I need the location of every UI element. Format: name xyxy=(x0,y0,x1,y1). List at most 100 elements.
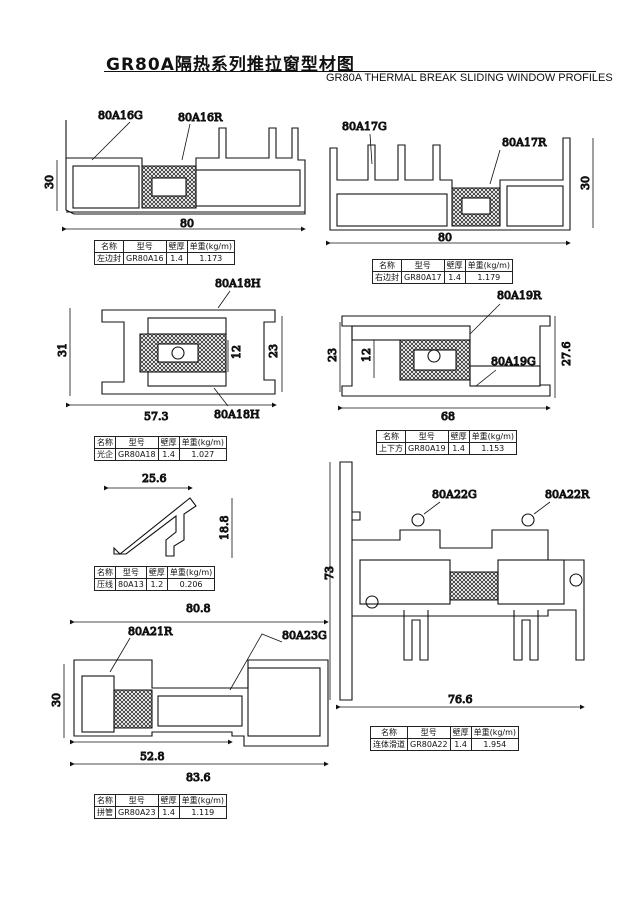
cell-model: GR80A16 xyxy=(123,252,167,265)
profile-80a16 xyxy=(65,120,306,215)
th-weight: 单重(kg/m) xyxy=(464,259,514,272)
label-80a17r: 80A17R xyxy=(502,136,547,149)
th-model: 型号 xyxy=(123,240,167,253)
th-weight: 单重(kg/m) xyxy=(178,794,228,807)
cell-model: GR80A17 xyxy=(401,271,445,284)
dim-a22-width: 76.6 xyxy=(448,693,473,706)
th-weight: 单重(kg/m) xyxy=(468,430,518,443)
th-model: 型号 xyxy=(115,436,159,449)
th-model: 型号 xyxy=(405,430,449,443)
cell-weight: 1.119 xyxy=(178,806,228,819)
cell-wall: 1.4 xyxy=(157,448,180,461)
profile-80a22 xyxy=(339,461,585,701)
cell-name: 压线 xyxy=(94,578,116,591)
th-model: 型号 xyxy=(401,259,445,272)
dim-a17-width: 80 xyxy=(438,231,452,244)
profile-80a17 xyxy=(329,137,571,231)
dim-a23-bottom: 83.6 xyxy=(186,771,211,784)
cell-weight: 1.027 xyxy=(178,448,228,461)
dim-a18-width: 57.3 xyxy=(144,410,169,423)
dim-a19-height: 23 xyxy=(326,348,339,362)
label-80a16r: 80A16R xyxy=(178,111,223,124)
cell-name: 拼管 xyxy=(94,806,116,819)
cell-model: 80A13 xyxy=(115,578,147,591)
dim-a13-height: 18.8 xyxy=(218,516,231,541)
dim-a13-width: 25.6 xyxy=(142,472,167,485)
th-wall: 壁厚 xyxy=(447,430,470,443)
th-wall: 壁厚 xyxy=(145,566,168,579)
profile-80a21-80a23 xyxy=(73,659,329,747)
title-underline xyxy=(104,71,596,72)
cell-wall: 1.2 xyxy=(145,578,168,591)
cell-wall: 1.4 xyxy=(449,738,472,751)
dim-a23-height: 30 xyxy=(50,693,63,707)
label-80a16g: 80A16G xyxy=(98,109,143,122)
profile-80a13 xyxy=(113,497,197,557)
cell-wall: 1.4 xyxy=(165,252,188,265)
dim-a19-inner: 12 xyxy=(360,348,373,362)
th-wall: 壁厚 xyxy=(443,259,466,272)
page-title: GR80A隔热系列推拉窗型材图 xyxy=(106,55,355,75)
cell-name: 光企 xyxy=(94,448,116,461)
cell-name: 上下方 xyxy=(376,442,406,455)
dim-a22-height: 73 xyxy=(323,566,336,580)
dim-a18-inner: 12 xyxy=(230,345,243,359)
cell-name: 左边封 xyxy=(94,252,124,265)
label-80a23g: 80A23G xyxy=(282,629,327,642)
th-name: 名称 xyxy=(370,726,408,739)
dim-a16-width: 80 xyxy=(180,217,194,230)
th-name: 名称 xyxy=(376,430,406,443)
label-80a19r: 80A19R xyxy=(497,289,542,302)
cell-model: GR80A18 xyxy=(115,448,159,461)
th-wall: 壁厚 xyxy=(157,436,180,449)
th-model: 型号 xyxy=(115,566,147,579)
cell-wall: 1.4 xyxy=(443,271,466,284)
label-80a18h-top: 80A18H xyxy=(215,277,261,290)
cell-weight: 1.153 xyxy=(468,442,518,455)
cell-name: 右边封 xyxy=(372,271,402,284)
cell-wall: 1.4 xyxy=(157,806,180,819)
dim-a19-width: 68 xyxy=(441,410,455,423)
profile-80a19 xyxy=(341,315,551,397)
cell-weight: 1.954 xyxy=(470,738,520,751)
label-80a21r: 80A21R xyxy=(128,625,173,638)
th-weight: 单重(kg/m) xyxy=(166,566,216,579)
cell-model: GR80A22 xyxy=(407,738,451,751)
page-subtitle: GR80A THERMAL BREAK SLIDING WINDOW PROFI… xyxy=(326,72,613,84)
th-wall: 壁厚 xyxy=(449,726,472,739)
dim-a17-height: 30 xyxy=(579,176,592,190)
th-name: 名称 xyxy=(94,240,124,253)
cell-weight: 0.206 xyxy=(166,578,216,591)
th-name: 名称 xyxy=(94,794,116,807)
cell-weight: 1.173 xyxy=(186,252,236,265)
th-weight: 单重(kg/m) xyxy=(186,240,236,253)
profile-80a18 xyxy=(101,309,276,395)
label-80a22g: 80A22G xyxy=(432,488,477,501)
dim-a16-height: 30 xyxy=(43,175,56,189)
cell-wall: 1.4 xyxy=(447,442,470,455)
label-80a18h-bottom: 80A18H xyxy=(214,408,260,421)
label-80a19g: 80A19G xyxy=(491,355,536,368)
th-model: 型号 xyxy=(407,726,451,739)
dim-a18-mid: 23 xyxy=(267,344,280,358)
th-weight: 单重(kg/m) xyxy=(470,726,520,739)
cell-name: 连体滑道 xyxy=(370,738,408,751)
cell-model: GR80A19 xyxy=(405,442,449,455)
label-80a17g: 80A17G xyxy=(342,120,387,133)
dim-a18-height: 31 xyxy=(56,343,69,357)
th-name: 名称 xyxy=(94,436,116,449)
dim-a23-inner: 52.8 xyxy=(140,750,165,763)
th-wall: 壁厚 xyxy=(157,794,180,807)
th-name: 名称 xyxy=(372,259,402,272)
th-weight: 单重(kg/m) xyxy=(178,436,228,449)
th-model: 型号 xyxy=(115,794,159,807)
dim-a23-top: 80.8 xyxy=(186,602,211,615)
